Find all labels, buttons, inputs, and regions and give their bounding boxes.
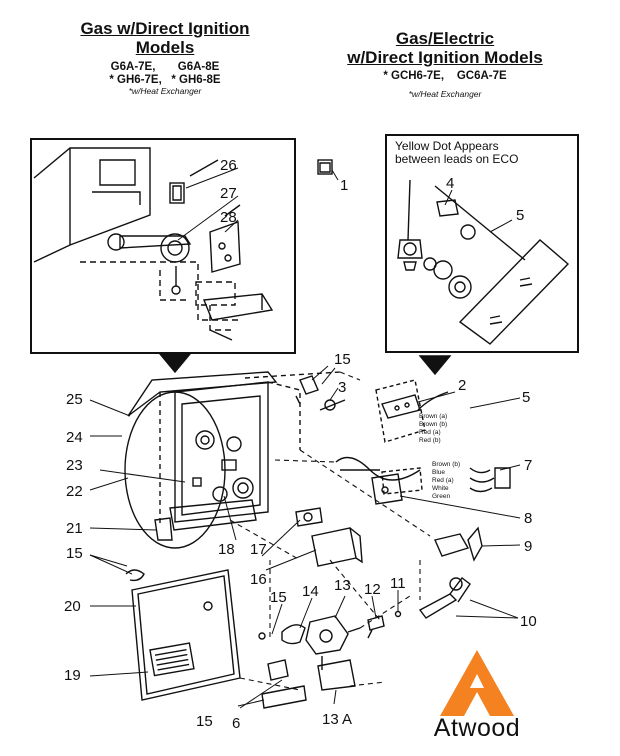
wire-label-2-1: Brown (b) [419, 421, 447, 428]
part-number-15-mid: 15 [270, 589, 287, 606]
part-8-control-board-art [371, 473, 403, 505]
water-heater-tank [124, 371, 341, 549]
part-3-art [295, 375, 346, 411]
eco-note: Yellow Dot Appears between leads on ECO [395, 139, 519, 166]
part-number-15-left: 15 [66, 545, 83, 562]
part-number-25: 25 [66, 391, 83, 408]
part-number-2: 2 [458, 377, 466, 394]
part-number-23: 23 [66, 457, 83, 474]
part-number-7: 7 [524, 457, 532, 474]
wire-label-7-0: Brown (b) [432, 461, 460, 468]
inset-gas-electric-models: Yellow Dot Appears between leads on ECO [385, 134, 579, 353]
part-number-12: 12 [364, 581, 381, 598]
atwood-logo-icon [440, 650, 514, 716]
atwood-brand: Atwood [412, 648, 542, 748]
part-number-1: 1 [340, 177, 348, 194]
header-right-title-2: w/Direct Ignition Models [347, 47, 543, 67]
assembly-dashed-lines [229, 371, 431, 691]
part-number-5-inset: 5 [516, 207, 524, 224]
part-16-cover-art [311, 527, 363, 567]
part-number-24: 24 [66, 429, 83, 446]
part-number-5-main: 5 [522, 389, 530, 406]
part-13-gas-valve-art [305, 615, 361, 670]
part-number-18: 18 [218, 541, 235, 558]
part-7-wire-harness-art [335, 456, 511, 495]
part-2-thermostat-art [375, 379, 449, 443]
part-number-17: 17 [250, 541, 267, 558]
arrow-down-right-icon [418, 355, 452, 376]
part-14-art [281, 624, 306, 645]
part-number-16: 16 [250, 571, 267, 588]
header-right-models-1: * GCH6-7E, GC6A-7E [383, 70, 507, 83]
header-left: Gas w/Direct Ignition Models G6A-7E, G6A… [40, 19, 290, 96]
part-number-22: 22 [66, 483, 83, 500]
part-number-26: 26 [220, 157, 237, 174]
header-right-note: *w/Heat Exchanger [408, 89, 482, 100]
part-number-19: 19 [64, 667, 81, 684]
part-number-13: 13 [334, 577, 351, 594]
wire-label-2-0: Brown (a) [419, 413, 447, 420]
wire-label-2-2: Red (a) [419, 429, 441, 436]
header-left-models-2: * GH6-7E, * GH6-8E [109, 74, 221, 87]
part-10-burner-tube-art [418, 577, 471, 619]
part-number-10: 10 [520, 613, 537, 630]
wire-label-7-4: Green [432, 493, 450, 500]
header-left-note: *w/Heat Exchanger [128, 85, 202, 96]
brand-name: Atwood [433, 714, 521, 742]
leader-lines [89, 167, 521, 709]
wire-label-7-2: Red (a) [432, 477, 454, 484]
part-number-20: 20 [64, 598, 81, 615]
part-1-art [317, 159, 333, 175]
part-number-27: 27 [220, 185, 237, 202]
part-13a-bracket-art [317, 659, 356, 691]
part-number-15-top: 15 [334, 351, 351, 368]
part-6-label-art [261, 685, 307, 709]
inset-left-art [33, 147, 274, 341]
part-number-21: 21 [66, 520, 83, 537]
part-number-28: 28 [220, 209, 237, 226]
part-number-13a: 13 A [322, 711, 352, 728]
part-number-4: 4 [446, 175, 454, 192]
wire-label-7-1: Blue [432, 469, 445, 476]
header-left-models-1: G6A-7E, G6A-8E [110, 61, 220, 74]
part-number-11: 11 [390, 575, 406, 592]
part-number-8: 8 [524, 510, 532, 527]
part-number-15-bottom: 15 [196, 713, 213, 730]
part-number-3: 3 [338, 379, 346, 396]
header-left-title-1: Gas w/Direct Ignition [80, 19, 250, 38]
header-right: Gas/Electric w/Direct Ignition Models * … [320, 29, 570, 100]
wire-label-2-3: Red (b) [419, 437, 441, 444]
header-right-title-1: Gas/Electric [395, 29, 495, 48]
part-number-9: 9 [524, 538, 532, 555]
arrow-down-left-icon [158, 353, 192, 374]
inset-right-art [397, 179, 570, 345]
part-number-6: 6 [232, 715, 240, 732]
header-left-title-2: Models [135, 37, 195, 57]
wire-label-7-3: White [432, 485, 449, 492]
part-number-14: 14 [302, 583, 319, 600]
